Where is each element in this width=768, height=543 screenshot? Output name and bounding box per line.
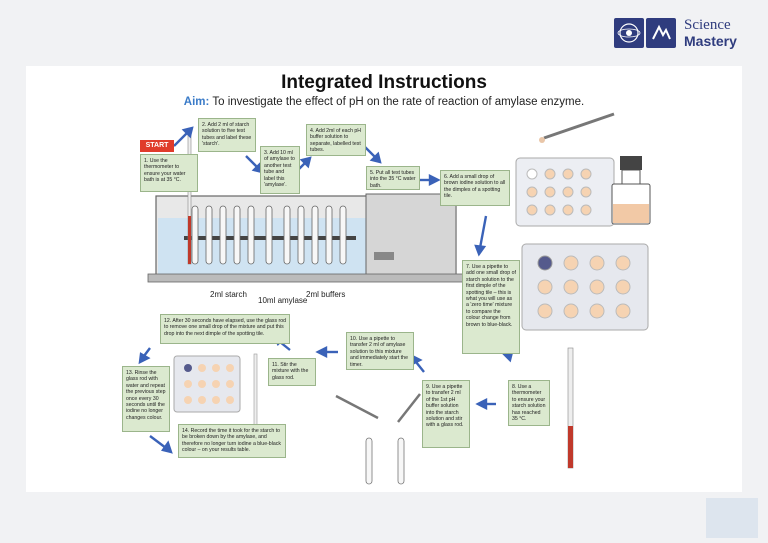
tube-bottom-right [397, 437, 405, 485]
step-10: 10. Use a pipette to transfer 2 ml of am… [346, 332, 414, 370]
step-6: 6. Add a small drop of brown iodine solu… [440, 170, 510, 206]
brand-line1: Science [684, 17, 731, 33]
pipette-top [543, 112, 615, 140]
aim-line: Aim: To investigate the effect of pH on … [26, 96, 742, 108]
corner-box [706, 498, 758, 538]
test-tube-rack [191, 205, 347, 265]
step-9: 9. Use a pipette to transfer 2 ml of the… [422, 380, 470, 448]
step-3: 3. Add 10 ml of amylase to another test … [260, 146, 300, 194]
instruction-sheet: Integrated Instructions Aim: To investig… [26, 66, 742, 492]
science-mastery-logo: Science Mastery [614, 16, 754, 54]
brand-line2: Mastery [684, 33, 737, 49]
step-7: 7. Use a pipette to add one small drop o… [462, 260, 520, 354]
pipette-bottom-left [335, 394, 379, 420]
step-8: 8. Use a thermometer to ensure your star… [508, 380, 550, 426]
step-11: 11. Stir the mixture with the glass rod. [268, 358, 316, 386]
spotting-tile-top [515, 157, 615, 227]
step-13: 13. Rinse the glass rod with water and r… [122, 366, 170, 432]
step-5: 5. Put all test tubes into the 35 °C wat… [366, 166, 420, 190]
page-title: Integrated Instructions [281, 72, 487, 93]
step-1: 1. Use the thermometer to ensure your wa… [140, 154, 198, 192]
spotting-tile-small [173, 355, 241, 413]
label-starch: 2ml starch [210, 290, 247, 299]
pipette-bottom-right [397, 393, 421, 423]
step-2: 2. Add 2 ml of starch solution to five t… [198, 118, 256, 152]
experiment-illustration [138, 112, 651, 485]
step-12: 12. After 30 seconds have elapsed, use t… [160, 314, 290, 344]
aim-text: To investigate the effect of pH on the r… [212, 96, 585, 108]
mastery-mark-icon [646, 18, 676, 48]
iodine-bottle [611, 156, 651, 225]
glass-rod [253, 353, 258, 427]
atom-icon [614, 18, 644, 48]
label-buffers: 2ml buffers [306, 290, 346, 299]
aim-label: Aim: [183, 96, 210, 108]
step-4: 4. Add 2ml of each pH buffer solution to… [306, 124, 366, 156]
label-amylase: 10ml amylase [258, 296, 308, 305]
spotting-tile-main [521, 243, 649, 331]
tube-bottom-left [365, 437, 373, 485]
start-marker: START [140, 140, 174, 152]
step-14: 14. Record the time it took for the star… [178, 424, 286, 458]
